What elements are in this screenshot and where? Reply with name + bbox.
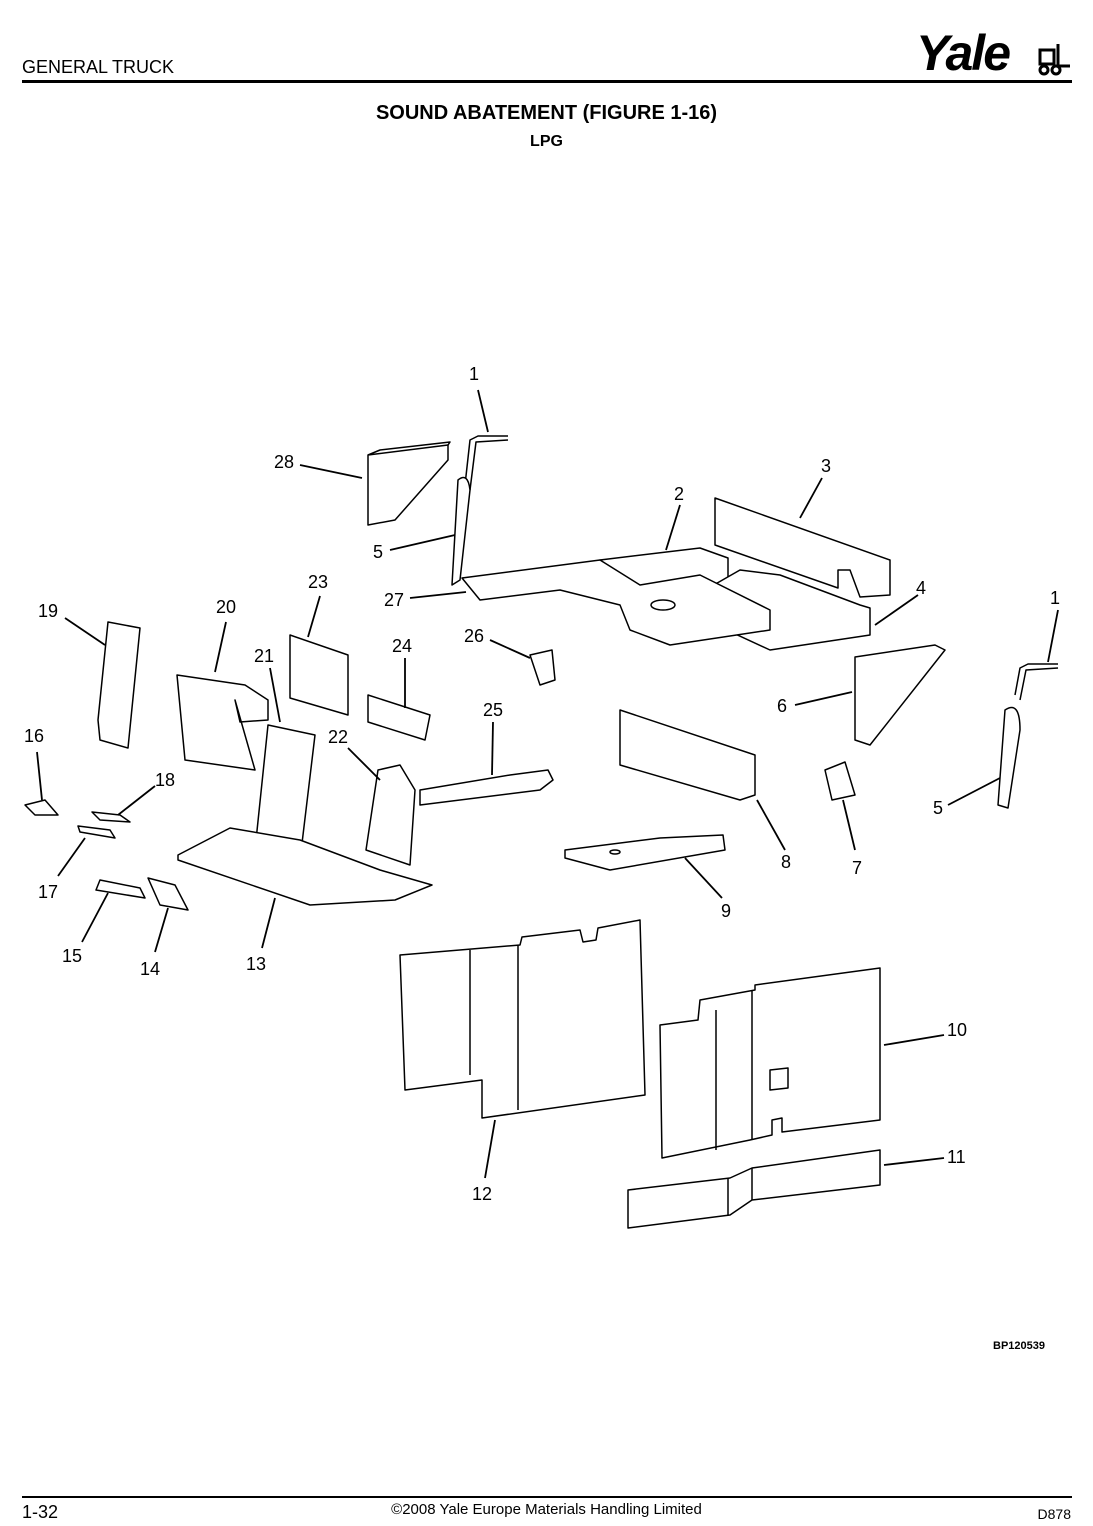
- part-16: [24, 799, 59, 816]
- callout-8: 8: [781, 852, 791, 872]
- callout-13: 13: [246, 954, 266, 974]
- page-number: 1-32: [22, 1502, 59, 1522]
- callout-3: 3: [821, 456, 831, 476]
- part-5-right: [997, 706, 1021, 809]
- callout-10: 10: [947, 1020, 967, 1040]
- callout-21: 21: [254, 646, 274, 666]
- part-19: [97, 621, 141, 749]
- page-title: SOUND ABATEMENT (FIGURE 1-16): [375, 102, 718, 124]
- page-subtitle: LPG: [530, 133, 563, 150]
- footer-rule: [22, 1496, 1072, 1498]
- callout-22: 22: [328, 727, 348, 747]
- part-14: [147, 877, 189, 911]
- callout-12: 12: [472, 1184, 492, 1204]
- part-20: [176, 674, 269, 771]
- part-25: [419, 769, 554, 806]
- callout-5: 5: [373, 542, 383, 562]
- callout-5b: 5: [933, 798, 943, 818]
- part-6: [854, 644, 946, 746]
- callout-1b: 1: [1050, 588, 1060, 608]
- callout-2: 2: [674, 484, 684, 504]
- part-17: [77, 825, 116, 839]
- part-1-top: [464, 435, 508, 486]
- callout-7: 7: [852, 858, 862, 878]
- callout-23: 23: [308, 572, 328, 592]
- callout-6: 6: [777, 696, 787, 716]
- callout-15: 15: [62, 946, 82, 966]
- part-3: [714, 497, 891, 598]
- callout-20: 20: [216, 597, 236, 617]
- part-22: [365, 764, 416, 866]
- part-18: [91, 811, 131, 823]
- forklift-icon: [1038, 44, 1070, 76]
- part-28: [367, 444, 449, 526]
- callout-18: 18: [155, 770, 175, 790]
- part-27: [461, 559, 771, 646]
- part-1-right: [1014, 663, 1058, 696]
- part-13: [177, 827, 433, 906]
- callout-28: 28: [274, 452, 294, 472]
- callout-17: 17: [38, 882, 58, 902]
- callout-14: 14: [140, 959, 160, 979]
- part-7: [824, 761, 856, 801]
- part-26: [529, 649, 556, 686]
- header-rule: [22, 80, 1072, 83]
- part-15: [95, 879, 146, 899]
- document-code: D878: [1037, 1506, 1071, 1522]
- callout-25: 25: [483, 700, 503, 720]
- callout-19: 19: [38, 601, 58, 621]
- part-12: [399, 919, 646, 1119]
- callout-labels: 1 28 3 2 5 23 27 4 1 19 20 26 24 21 25 6…: [24, 364, 1060, 1204]
- part-11: [627, 1149, 881, 1229]
- callout-1: 1: [469, 364, 479, 384]
- section-title: GENERAL TRUCK: [22, 57, 175, 77]
- part-9: [564, 834, 726, 871]
- part-23: [289, 634, 349, 716]
- part-5-top: [451, 476, 471, 586]
- callout-11: 11: [947, 1147, 966, 1167]
- copyright-notice: ©2008 Yale Europe Materials Handling Lim…: [391, 1501, 702, 1518]
- part-10: [659, 967, 881, 1159]
- callout-24: 24: [392, 636, 412, 656]
- callout-26: 26: [464, 626, 484, 646]
- yale-logo: Yale: [916, 22, 1076, 82]
- callout-9: 9: [721, 901, 731, 921]
- callout-4: 4: [916, 578, 926, 598]
- brand-wordmark: Yale: [916, 25, 1011, 81]
- part-8: [619, 709, 756, 801]
- callout-16: 16: [24, 726, 44, 746]
- part-24: [367, 694, 431, 741]
- callout-27: 27: [384, 590, 404, 610]
- figure-reference-code: BP120539: [993, 1340, 1045, 1352]
